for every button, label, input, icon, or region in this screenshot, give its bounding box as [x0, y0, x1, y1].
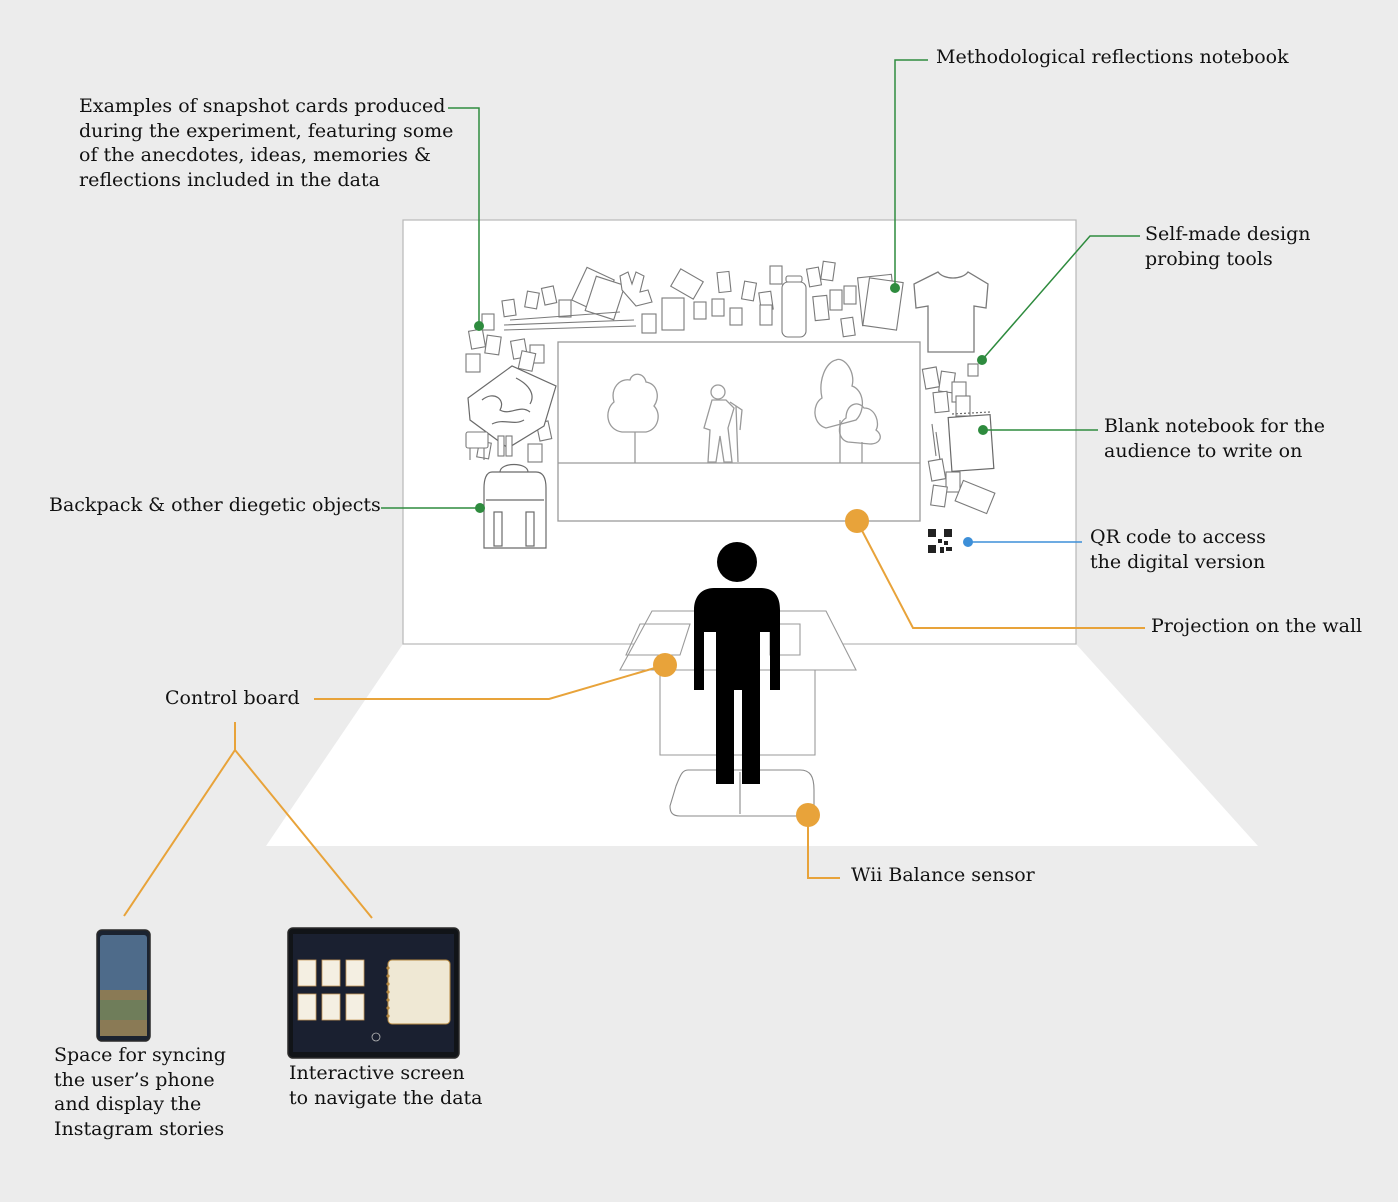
orange-leaders	[123, 520, 1145, 919]
label-backpack: Backpack & other diegetic objects	[49, 494, 381, 516]
bottle-icon	[781, 275, 807, 338]
label-qr-code: QR code to access the digital version	[1090, 526, 1266, 573]
blue-leader	[963, 537, 1082, 547]
green-dots	[474, 283, 988, 513]
label-self-made-tools: Self-made design probing tools	[1145, 223, 1311, 270]
t-shirt-icon	[913, 271, 989, 353]
smartphone-icon	[96, 929, 151, 1042]
map-icon	[467, 365, 557, 449]
label-phone-space: Space for syncing the user’s phone and d…	[54, 1044, 226, 1140]
pen-icon	[931, 423, 941, 461]
green-leaders	[381, 59, 1140, 509]
notebook-icon	[856, 273, 904, 331]
label-projection: Projection on the wall	[1151, 615, 1363, 637]
person-icon	[694, 542, 780, 784]
projection-area	[557, 341, 921, 522]
orange-dots	[653, 509, 869, 827]
gloves-icon	[619, 271, 653, 307]
qr-code-icon	[928, 529, 952, 553]
label-blank-notebook: Blank notebook for the audience to write…	[1104, 415, 1326, 462]
label-wii-sensor: Wii Balance sensor	[851, 864, 1035, 886]
label-snapshot-cards: Examples of snapshot cards produced duri…	[79, 95, 454, 191]
label-methodological-notebook: Methodological reflections notebook	[936, 46, 1289, 68]
hiker-icon	[703, 384, 743, 463]
small-objects	[465, 431, 513, 460]
backpack-icon	[483, 463, 547, 549]
snapshot-cards	[465, 260, 996, 515]
tree-icon	[814, 358, 881, 463]
label-interactive-screen: Interactive screen to navigate the data	[289, 1062, 483, 1109]
notebook-icon	[947, 411, 995, 473]
tree-icon	[607, 373, 659, 463]
tablet-icon	[287, 927, 460, 1059]
pencils	[503, 311, 637, 331]
label-control-board: Control board	[165, 687, 300, 709]
